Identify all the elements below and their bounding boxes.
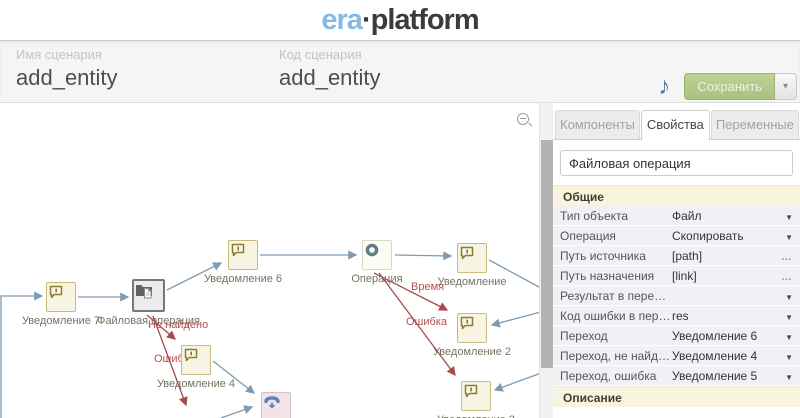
edges-layer bbox=[0, 250, 553, 418]
property-value[interactable]: [path] bbox=[672, 248, 703, 263]
node-notify[interactable] bbox=[457, 243, 487, 273]
node-label: Уведомление 2 bbox=[432, 346, 512, 358]
component-search-wrap bbox=[553, 140, 800, 185]
scenario-code-label: Код сценария bbox=[279, 47, 362, 62]
property-label: Тип объекта bbox=[560, 208, 629, 223]
property-row: Операция Скопировать ▼ bbox=[553, 226, 800, 246]
logo-era: era bbox=[321, 3, 363, 36]
property-label: Код ошибки в пер… bbox=[560, 308, 671, 323]
scenario-bar: Имя сценария add_entity Код сценария add… bbox=[0, 41, 800, 103]
scenario-code-value[interactable]: add_entity bbox=[279, 65, 381, 90]
dropdown-arrow-icon[interactable]: ▼ bbox=[785, 312, 793, 322]
ellipsis-button[interactable]: … bbox=[781, 250, 793, 263]
node-label: Уведомление 7 bbox=[21, 315, 101, 327]
edge-label: Не найдено bbox=[148, 319, 209, 331]
dropdown-arrow-icon[interactable]: ▼ bbox=[785, 212, 793, 222]
node-label: Уведомление 6 bbox=[203, 273, 283, 285]
scenario-actions: ♪ Сохранить ▾ bbox=[658, 73, 797, 100]
panel-tab[interactable]: Свойства bbox=[640, 110, 710, 140]
chevron-down-icon: ▾ bbox=[782, 81, 789, 92]
property-label: Переход, ошибка bbox=[560, 368, 657, 383]
property-row: Результат в пере… ▼ bbox=[553, 286, 800, 306]
save-dropdown-button[interactable]: ▾ bbox=[775, 73, 797, 100]
property-row: Путь источника [path] … bbox=[553, 246, 800, 266]
node-file-selected[interactable] bbox=[132, 279, 165, 312]
property-row: Тип объекта Файл ▼ bbox=[553, 206, 800, 226]
property-label: Операция bbox=[560, 228, 616, 243]
property-label: Переход, не найд… bbox=[560, 348, 670, 363]
panel-tab[interactable]: Компоненты bbox=[555, 110, 640, 139]
node-notify[interactable] bbox=[461, 381, 491, 411]
node-label: Уведомление 4 bbox=[156, 378, 236, 390]
property-label: Путь источника bbox=[560, 248, 646, 263]
dropdown-arrow-icon[interactable]: ▼ bbox=[785, 372, 793, 382]
node-label: Уведомление 3 bbox=[411, 414, 541, 418]
property-value[interactable]: Уведомление 4 bbox=[672, 348, 758, 363]
property-row: Переход, не найд…Уведомление 4 ▼ bbox=[553, 346, 800, 366]
property-row: Код ошибки в пер…res ▼ bbox=[553, 306, 800, 326]
scenario-code-field: Код сценария add_entity bbox=[279, 47, 381, 91]
node-op[interactable] bbox=[362, 240, 392, 270]
scenario-name-field: Имя сценария add_entity bbox=[16, 47, 118, 91]
edge-label: Время bbox=[411, 281, 445, 293]
property-label: Переход bbox=[560, 328, 608, 343]
property-value[interactable]: Уведомление 5 bbox=[672, 368, 758, 383]
property-value[interactable]: Файл bbox=[672, 208, 702, 223]
node-notify[interactable] bbox=[457, 313, 487, 343]
node-notify[interactable] bbox=[46, 282, 76, 312]
panel-tab[interactable]: Переменные bbox=[710, 110, 799, 139]
node-notify[interactable] bbox=[228, 240, 258, 270]
section-header[interactable]: Общие bbox=[553, 185, 800, 206]
scrollbar-thumb[interactable] bbox=[541, 140, 553, 368]
node-phone[interactable] bbox=[261, 392, 291, 418]
dropdown-arrow-icon[interactable]: ▼ bbox=[785, 332, 793, 342]
property-value[interactable]: Уведомление 6 bbox=[672, 328, 758, 343]
music-note-icon[interactable]: ♪ bbox=[658, 72, 671, 100]
node-label: Уведомление bbox=[437, 276, 507, 288]
edge-label: Ошибка bbox=[406, 316, 447, 328]
logo-dot: · bbox=[361, 3, 372, 36]
canvas-scrollbar[interactable] bbox=[539, 103, 553, 418]
property-row: Переход Уведомление 6 ▼ bbox=[553, 326, 800, 346]
zoom-out-icon[interactable] bbox=[517, 113, 529, 125]
section-header[interactable]: Описание bbox=[553, 386, 800, 407]
node-notify[interactable] bbox=[181, 345, 211, 375]
property-value[interactable]: [link] bbox=[672, 268, 697, 283]
property-value[interactable]: Скопировать bbox=[672, 228, 744, 243]
app-header: era·platform bbox=[0, 0, 800, 41]
scenario-name-label: Имя сценария bbox=[16, 47, 102, 62]
app-logo: era·platform bbox=[321, 3, 480, 37]
property-label: Путь назначения bbox=[560, 268, 655, 283]
node-label: Файловая операция bbox=[97, 315, 200, 327]
scenario-name-value[interactable]: add_entity bbox=[16, 65, 118, 90]
save-button[interactable]: Сохранить bbox=[684, 73, 775, 100]
property-value[interactable]: res bbox=[672, 308, 689, 323]
ellipsis-button[interactable]: … bbox=[781, 270, 793, 283]
component-search-input[interactable] bbox=[560, 150, 793, 176]
dropdown-arrow-icon[interactable]: ▼ bbox=[785, 292, 793, 302]
property-row: Переход, ошибка Уведомление 5 ▼ bbox=[553, 366, 800, 386]
node-label: Операция bbox=[351, 273, 403, 285]
property-label: Результат в пере… bbox=[560, 288, 667, 303]
dropdown-arrow-icon[interactable]: ▼ bbox=[785, 232, 793, 242]
logo-platform: platform bbox=[370, 3, 480, 36]
save-button-group: Сохранить ▾ bbox=[684, 73, 797, 100]
dropdown-arrow-icon[interactable]: ▼ bbox=[785, 352, 793, 362]
property-row: Путь назначения [link] … bbox=[553, 266, 800, 286]
